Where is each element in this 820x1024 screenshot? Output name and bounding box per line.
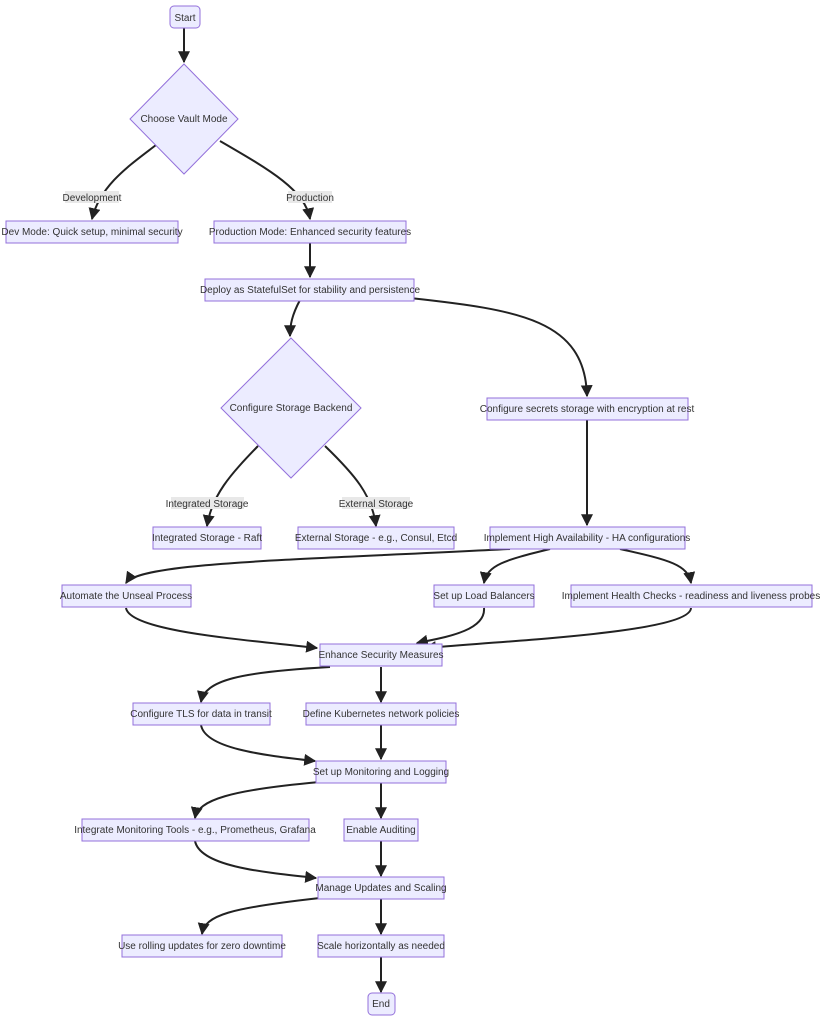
node-tls-box: [132, 702, 271, 726]
node-monitoring-label: Set up Monitoring and Logging: [313, 767, 449, 778]
edge-healthchecks-to-security: [423, 607, 692, 654]
node-start-label: Start: [174, 13, 195, 24]
edge-choose-to-dev: [88, 144, 157, 221]
edge-loadbalancers-to-security: [415, 607, 486, 647]
node-rolling-box: [121, 934, 283, 958]
node-scale-box: [317, 934, 445, 958]
node-prod-mode: Production Mode: Enhanced security featu…: [209, 220, 411, 244]
node-secrets-storage-label: Configure secrets storage with encryptio…: [480, 404, 695, 415]
node-dev-mode: Dev Mode: Quick setup, minimal security: [1, 220, 183, 244]
edge-storage-to-integrated: [202, 445, 259, 528]
node-health-checks-box: [570, 584, 813, 608]
edge-choose-to-prod: [219, 140, 315, 221]
edges: [88, 28, 696, 994]
node-auditing-label: Enable Auditing: [346, 825, 416, 836]
node-external-storage-box: [297, 526, 455, 550]
edge-label-development: Development: [63, 193, 122, 204]
node-unseal-label: Automate the Unseal Process: [60, 591, 192, 602]
node-health-checks: Implement Health Checks - readiness and …: [562, 584, 820, 608]
node-ha: Implement High Availability - HA configu…: [484, 526, 691, 550]
node-dev-mode-box: [5, 220, 179, 244]
node-storage-backend-shape: [220, 337, 362, 479]
node-monitoring-tools-label: Integrate Monitoring Tools - e.g., Prome…: [74, 825, 316, 836]
node-security-label: Enhance Security Measures: [318, 650, 443, 661]
node-end-label: End: [372, 999, 390, 1010]
edge-tools-to-updates: [194, 840, 318, 883]
node-security-box: [319, 643, 443, 667]
edge-label-integrated: Integrated Storage: [166, 499, 249, 510]
node-rolling-label: Use rolling updates for zero downtime: [118, 941, 286, 952]
node-ha-label: Implement High Availability - HA configu…: [484, 533, 691, 544]
node-load-balancers: Set up Load Balancers: [433, 584, 535, 608]
node-scale-label: Scale horizontally as needed: [317, 941, 445, 952]
node-external-storage: External Storage - e.g., Consul, Etcd: [295, 526, 457, 550]
node-end: End: [367, 992, 396, 1016]
edge-storage-to-external: [324, 445, 381, 528]
node-tls: Configure TLS for data in transit: [130, 702, 272, 726]
edge-ha-to-loadbalancers: [479, 548, 551, 585]
edge-statefulset-to-storage: [284, 299, 301, 338]
node-integrated-storage: Integrated Storage - Raft: [152, 526, 262, 550]
node-prod-mode-box: [213, 220, 407, 244]
node-security: Enhance Security Measures: [318, 643, 444, 667]
node-network-policies: Define Kubernetes network policies: [303, 702, 460, 726]
node-unseal: Automate the Unseal Process: [60, 584, 192, 608]
node-ha-box: [489, 526, 686, 550]
node-tls-label: Configure TLS for data in transit: [130, 709, 272, 720]
node-external-storage-label: External Storage - e.g., Consul, Etcd: [295, 533, 457, 544]
node-updates-label: Manage Updates and Scaling: [315, 883, 446, 894]
node-load-balancers-box: [433, 584, 535, 608]
node-storage-backend: Configure Storage Backend: [220, 337, 362, 479]
node-integrated-storage-box: [152, 526, 262, 550]
edge-statefulset-to-secrets: [409, 297, 593, 398]
node-start-box: [169, 5, 201, 29]
edge-label-bg: [65, 191, 119, 203]
edge-label-bg: [288, 191, 332, 203]
edge-label-external: External Storage: [339, 499, 414, 510]
node-dev-mode-label: Dev Mode: Quick setup, minimal security: [1, 227, 182, 238]
node-end-box: [367, 992, 396, 1016]
node-network-policies-box: [305, 702, 457, 726]
node-prod-mode-label: Production Mode: Enhanced security featu…: [209, 227, 411, 238]
edge-label-production: Production: [286, 193, 334, 204]
edge-updates-to-rolling: [197, 897, 321, 936]
nodes: Start Choose Vault Mode Dev Mode: Quick …: [1, 5, 820, 1016]
edge-ha-to-unseal: [125, 548, 511, 584]
node-load-balancers-label: Set up Load Balancers: [433, 591, 534, 602]
node-choose-mode-label: Choose Vault Mode: [140, 114, 228, 125]
node-network-policies-label: Define Kubernetes network policies: [303, 709, 460, 720]
node-monitoring-tools: Integrate Monitoring Tools - e.g., Prome…: [74, 818, 316, 842]
node-monitoring-box: [315, 760, 447, 784]
node-rolling: Use rolling updates for zero downtime: [118, 934, 286, 958]
node-secrets-storage-box: [486, 397, 689, 421]
node-statefulset-label: Deploy as StatefulSet for stability and …: [200, 285, 421, 296]
node-statefulset: Deploy as StatefulSet for stability and …: [200, 278, 421, 302]
node-storage-backend-label: Configure Storage Backend: [230, 403, 353, 414]
node-updates-box: [317, 876, 445, 900]
edge-label-bg: [171, 497, 244, 509]
node-scale: Scale horizontally as needed: [317, 934, 445, 958]
edge-labels: Development Production Integrated Storag…: [63, 191, 414, 510]
node-monitoring: Set up Monitoring and Logging: [313, 760, 449, 784]
node-updates: Manage Updates and Scaling: [315, 876, 447, 900]
node-auditing-box: [343, 818, 419, 842]
edge-label-bg: [342, 497, 410, 509]
node-unseal-box: [61, 584, 192, 608]
node-integrated-storage-label: Integrated Storage - Raft: [152, 533, 262, 544]
node-statefulset-box: [204, 278, 415, 302]
edge-unseal-to-security: [125, 607, 319, 653]
node-choose-mode-shape: [129, 63, 239, 175]
node-auditing: Enable Auditing: [343, 818, 419, 842]
node-health-checks-label: Implement Health Checks - readiness and …: [562, 591, 820, 602]
node-choose-mode: Choose Vault Mode: [129, 63, 239, 175]
edge-tls-to-monitoring: [200, 724, 317, 766]
edge-monitoring-to-tools: [190, 781, 321, 820]
node-secrets-storage: Configure secrets storage with encryptio…: [480, 397, 695, 421]
edge-security-to-tls: [197, 666, 331, 704]
node-monitoring-tools-box: [81, 818, 310, 842]
edge-ha-to-healthchecks: [619, 548, 696, 585]
node-start: Start: [169, 5, 201, 29]
